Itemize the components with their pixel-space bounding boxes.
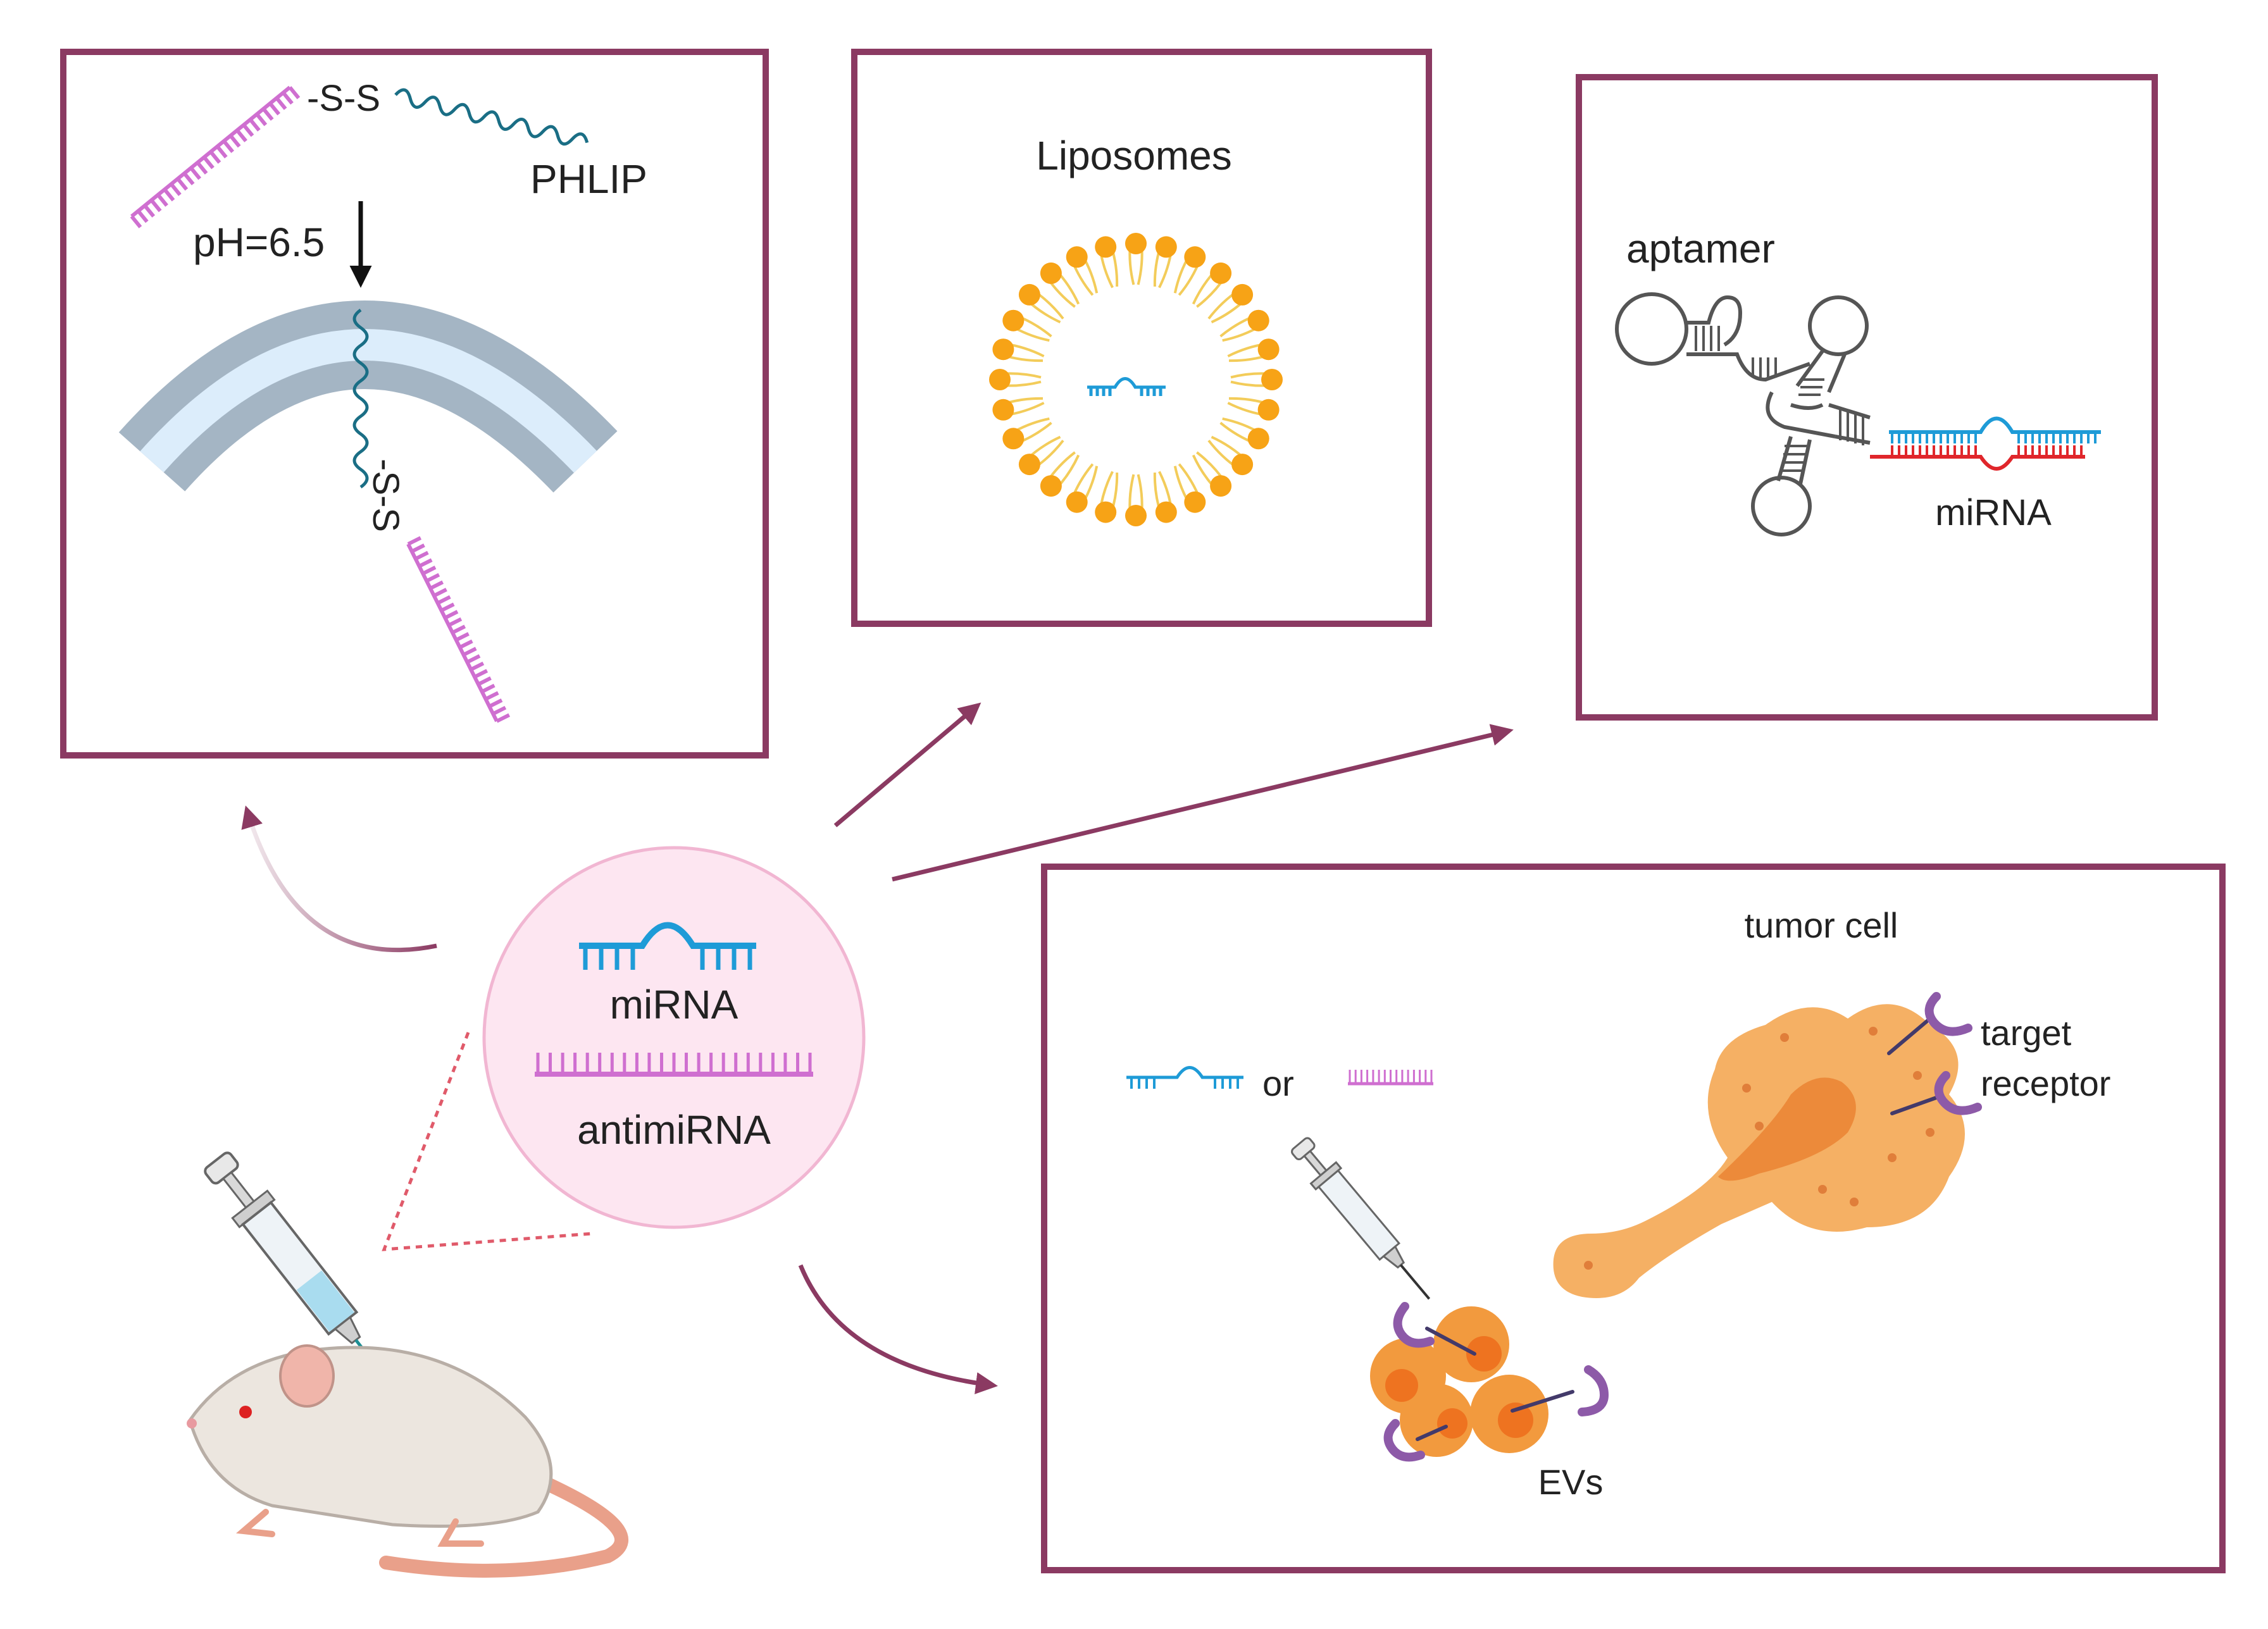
- lipid-head: [1261, 369, 1283, 390]
- liposome-icon: [989, 233, 1283, 526]
- syringe-icon: [204, 1151, 396, 1391]
- antimirna-center-icon: [535, 1053, 813, 1077]
- phlip-panel: -S-S PHLIP pH=6.5 -S-S: [118, 78, 647, 723]
- antimirna-icon: [130, 85, 301, 228]
- ev-antimirna-icon: [1348, 1070, 1433, 1086]
- receptor-icon: [1887, 992, 1982, 1115]
- liposome-mirna-icon: [1087, 377, 1166, 396]
- extracellular-vesicle-icon: [1370, 1306, 1548, 1457]
- ev-mirna-icon: [1126, 1066, 1243, 1089]
- center-antimirna-label: antimiRNA: [577, 1107, 771, 1153]
- mouse-icon: [187, 1344, 628, 1578]
- receptor-label-line2: receptor: [1981, 1063, 2110, 1103]
- arrow-to-liposome: [833, 702, 981, 827]
- lipid-head: [1210, 475, 1232, 497]
- ev-receptor-icon: [1383, 1302, 1609, 1462]
- lipid-head: [1247, 309, 1269, 331]
- lipid-head: [1257, 338, 1280, 361]
- arrow-to-ev: [798, 1264, 998, 1394]
- lipid-head: [992, 399, 1014, 421]
- phlip-peptide-icon: [394, 88, 589, 146]
- aptamer-panel-frame: [1576, 74, 2158, 721]
- lipid-head: [1155, 501, 1177, 523]
- lipid-head: [989, 369, 1011, 390]
- ph-label: pH=6.5: [193, 220, 325, 265]
- linker-bottom-label: -S-S: [365, 459, 406, 532]
- lipid-head: [1125, 505, 1147, 526]
- lipid-head: [1184, 246, 1206, 268]
- ev-syringe-icon: [1291, 1137, 1431, 1300]
- lipid-head: [1125, 233, 1147, 254]
- aptamer-icon: [1615, 292, 1871, 536]
- lipid-head: [1210, 262, 1232, 284]
- antimirna-bottom-icon: [406, 536, 511, 723]
- lipid-head: [1002, 428, 1025, 450]
- phlip-label: PHLIP: [530, 156, 647, 202]
- lipid-head: [1257, 399, 1280, 421]
- cargo-circle: miRNA antimiRNA: [482, 846, 866, 1229]
- lipid-head: [1231, 283, 1254, 306]
- mirna-duplex-icon: [1870, 416, 2101, 471]
- lipid-head: [1040, 262, 1062, 284]
- liposome-panel-frame: [851, 49, 1432, 627]
- lipid-head: [1018, 454, 1040, 476]
- lipid-head: [1184, 491, 1206, 513]
- mirna-icon: [579, 922, 756, 970]
- ev-panel-frame: [1041, 864, 2226, 1573]
- lipid-head: [1066, 246, 1088, 268]
- center-mirna-label: miRNA: [610, 982, 738, 1027]
- tumor-cell-icon: [1553, 1004, 1965, 1298]
- lipid-head: [1002, 309, 1025, 331]
- lipid-head: [1155, 236, 1177, 258]
- aptamer-title: aptamer: [1626, 226, 1775, 271]
- aptamer-panel: aptamer miRNA: [1615, 226, 2101, 536]
- lipid-head: [1018, 283, 1040, 306]
- arrow-to-aptamer: [892, 724, 1514, 882]
- zoom-lines: [382, 1032, 592, 1251]
- liposome-panel: Liposomes: [989, 133, 1283, 526]
- linker-top-label: -S-S: [307, 78, 380, 119]
- lipid-head: [1095, 501, 1117, 523]
- ev-label: EVs: [1538, 1462, 1604, 1502]
- inserted-phlip-icon: [352, 308, 369, 489]
- aptamer-mirna-label: miRNA: [1935, 492, 2052, 533]
- or-label: or: [1262, 1063, 1294, 1103]
- arrow-to-phlip: [241, 805, 437, 953]
- liposome-title: Liposomes: [1036, 133, 1232, 178]
- lipid-head: [992, 338, 1014, 361]
- lipid-head: [1066, 491, 1088, 513]
- phlip-panel-frame: [60, 49, 769, 759]
- ev-panel: or: [1126, 905, 2110, 1502]
- receptor-label-line1: target: [1981, 1013, 2072, 1053]
- lipid-head: [1095, 236, 1117, 258]
- aptamer-stem-ticks: [1695, 326, 1864, 472]
- lipid-head: [1040, 475, 1062, 497]
- membrane-inner-layer: [140, 329, 597, 473]
- tumor-cell-label: tumor cell: [1745, 905, 1898, 945]
- lipid-head: [1247, 428, 1269, 450]
- lipid-head: [1231, 454, 1254, 476]
